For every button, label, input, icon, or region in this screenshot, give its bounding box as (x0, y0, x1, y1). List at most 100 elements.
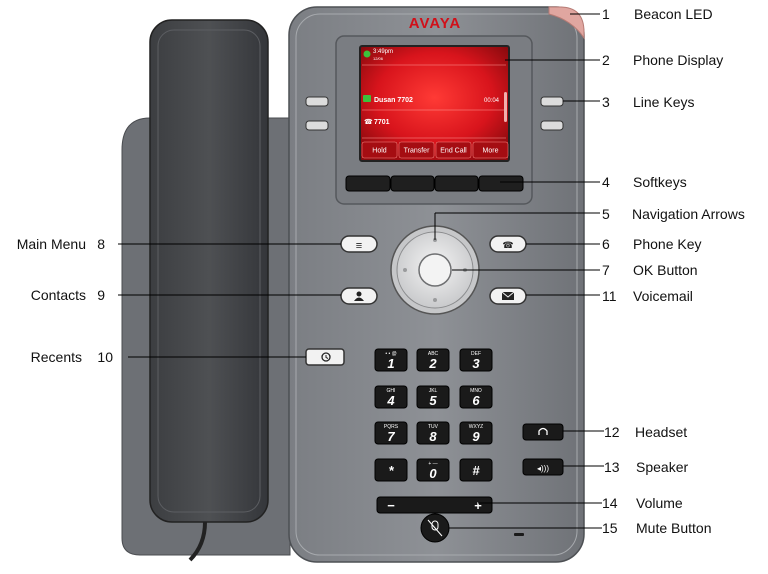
softkey-2[interactable] (390, 175, 435, 192)
nav-left-arrow[interactable] (403, 268, 407, 272)
line-key-right-2[interactable] (540, 120, 564, 131)
callout-number: 11 (602, 288, 617, 304)
callout-number: 10 (97, 349, 113, 365)
mute-mic-icon (431, 520, 439, 531)
callout-label: Main Menu (17, 236, 86, 252)
handset-cord (188, 521, 207, 562)
nav-down-arrow[interactable] (433, 298, 437, 302)
screen-scrollbar (504, 92, 507, 122)
key-letters: JKL (429, 388, 438, 394)
callout-number: 5 (602, 206, 610, 222)
volume-rocker[interactable]: − + (376, 496, 493, 514)
softkey-1[interactable] (345, 175, 391, 192)
callout-number: 8 (97, 236, 105, 252)
key-number: 9 (472, 429, 480, 444)
softkeys (345, 175, 524, 192)
line1-name: Dusan 7702 (374, 97, 413, 104)
phone-icon: ☎ (364, 118, 373, 126)
speaker-icon: ◂))) (537, 464, 549, 473)
navigation-cluster (390, 225, 480, 315)
recents-button[interactable] (305, 348, 345, 366)
line-keys (305, 96, 564, 131)
callout-label: Softkeys (633, 174, 687, 190)
keypad-key[interactable]: + —0 (416, 458, 450, 482)
handset-icon: ☎ (502, 240, 513, 250)
softkey-label-box (398, 141, 435, 159)
callout-label: Phone Key (633, 236, 702, 252)
keypad-key[interactable]: * (374, 458, 408, 482)
key-letters: + — (428, 461, 437, 467)
callout-label: OK Button (633, 262, 698, 278)
key-number: 7 (387, 429, 395, 444)
callout-label: Navigation Arrows (632, 206, 745, 222)
key-number: 1 (387, 356, 394, 371)
callout-number: 12 (604, 424, 620, 440)
keypad-key[interactable]: • • @1 (374, 348, 408, 372)
callout-number: 6 (602, 236, 610, 252)
callout-label: Phone Display (633, 52, 723, 68)
envelope-icon (502, 292, 514, 300)
phone-key-button[interactable]: ☎ (489, 235, 527, 253)
line-key-left-2[interactable] (305, 120, 329, 131)
key-letters: WXYZ (469, 424, 483, 430)
volume-down[interactable]: − (387, 498, 395, 513)
handset (149, 19, 269, 523)
menu-icon: ≡ (356, 240, 362, 252)
callout-label: Contacts (31, 287, 86, 303)
key-number: 5 (429, 393, 437, 408)
speaker-button[interactable]: ◂))) (522, 458, 564, 476)
volume-up[interactable]: + (474, 498, 482, 513)
line-key-left-1[interactable] (305, 96, 329, 107)
contacts-button[interactable] (340, 287, 378, 305)
screen-time: 3:49pm (373, 49, 393, 55)
contacts-icon (356, 291, 362, 297)
ok-button[interactable] (418, 253, 452, 287)
softkey-3[interactable] (434, 175, 479, 192)
keypad-key[interactable]: # (459, 458, 493, 482)
callout-main-menu: 8 Main Menu (17, 236, 341, 252)
beacon-led (548, 6, 585, 40)
key-number: 3 (472, 356, 480, 371)
key-number: 4 (386, 393, 395, 408)
key-letters: DEF (471, 351, 481, 357)
callout-number: 1 (602, 6, 610, 22)
softkey-label-box (435, 141, 472, 159)
softkey-label-box (361, 141, 398, 159)
headset-button[interactable] (522, 423, 564, 441)
key-number: 0 (429, 466, 437, 481)
main-menu-button[interactable]: ≡ (340, 235, 378, 253)
screen-content: 3:49pm 12/06 Dusan 7702 00:04 ☎ 7701 (362, 49, 507, 139)
softkey-4[interactable] (478, 175, 524, 192)
callout-label: Volume (636, 495, 683, 511)
callout-number: 13 (604, 459, 620, 475)
phone-display (359, 45, 510, 162)
voicemail-button[interactable] (489, 287, 527, 305)
callout-number: 2 (602, 52, 610, 68)
callout-number: 15 (602, 520, 618, 536)
key-letters: ABC (428, 351, 439, 357)
callout-number: 14 (602, 495, 618, 511)
callout-phone-key: 6 Phone Key (526, 236, 702, 252)
softkey-label-box (472, 141, 509, 159)
key-number: 6 (472, 393, 480, 408)
line-key-right-1[interactable] (540, 96, 564, 107)
headset-icon (538, 427, 548, 435)
mute-button[interactable] (420, 513, 450, 543)
